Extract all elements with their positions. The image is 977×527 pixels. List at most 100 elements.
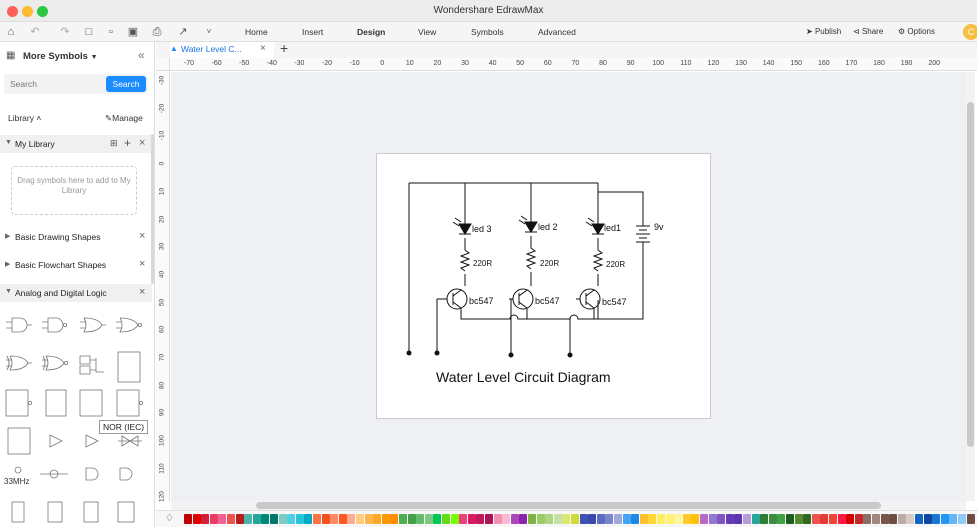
close-icon[interactable]: × — [139, 137, 146, 149]
menu-symbols[interactable]: Symbols — [471, 27, 504, 37]
led-label[interactable]: led 2 — [538, 222, 558, 232]
color-swatch[interactable] — [932, 514, 941, 524]
color-swatch[interactable] — [192, 514, 201, 524]
color-swatch[interactable] — [665, 514, 674, 524]
not-gate-symbol[interactable] — [85, 434, 99, 448]
color-swatch[interactable] — [803, 514, 812, 524]
color-swatch[interactable] — [536, 514, 545, 524]
color-swatch[interactable] — [820, 514, 829, 524]
redo-icon[interactable]: ↷ — [60, 26, 70, 38]
chevron-down-icon[interactable]: ˅ — [206, 27, 212, 36]
counter-symbol[interactable] — [83, 501, 99, 523]
color-swatch[interactable] — [579, 514, 588, 524]
color-swatch[interactable] — [373, 514, 382, 524]
share-button[interactable]: ⊲ Share — [853, 27, 884, 36]
color-swatch[interactable] — [390, 514, 399, 524]
my-library-dropzone[interactable]: Drag symbols here to add to My Library — [11, 166, 137, 215]
crystal-oscillator-symbol[interactable] — [14, 466, 22, 474]
panel-title[interactable]: More Symbols ▼ — [23, 51, 98, 62]
resistor-label[interactable]: 220R — [606, 260, 625, 269]
library-toggle[interactable]: Library ˄ — [8, 113, 42, 123]
nor-iec-symbol[interactable] — [116, 389, 143, 417]
transistor-label[interactable]: bc547 — [602, 297, 627, 307]
color-swatch[interactable] — [467, 514, 476, 524]
color-swatch[interactable] — [270, 514, 278, 524]
publish-button[interactable]: ➤ Publish — [806, 27, 842, 36]
color-swatch[interactable] — [846, 514, 855, 524]
xnor-gate-symbol[interactable] — [42, 355, 69, 371]
color-swatch[interactable] — [863, 514, 872, 524]
color-swatch[interactable] — [906, 514, 915, 524]
color-swatch[interactable] — [657, 514, 665, 524]
color-swatch[interactable] — [218, 514, 227, 524]
print-icon[interactable]: ⎙ — [152, 26, 162, 38]
color-swatch[interactable] — [777, 514, 786, 524]
color-swatch[interactable] — [872, 514, 880, 524]
color-swatch[interactable] — [278, 514, 287, 524]
battery-label[interactable]: 9v — [654, 222, 664, 232]
color-swatch[interactable] — [252, 514, 261, 524]
close-window-button[interactable] — [7, 6, 18, 17]
color-swatch[interactable] — [287, 514, 296, 524]
transistor-label[interactable]: bc547 — [469, 296, 494, 306]
color-swatch[interactable] — [338, 514, 347, 524]
color-swatch[interactable] — [295, 514, 304, 524]
menu-home[interactable]: Home — [245, 27, 268, 37]
color-swatch[interactable] — [347, 514, 356, 524]
color-swatch[interactable] — [622, 514, 631, 524]
search-button[interactable]: Search — [106, 76, 146, 92]
color-swatch[interactable] — [760, 514, 769, 524]
horizontal-scroll-thumb[interactable] — [256, 502, 881, 509]
nor-gate-symbol[interactable] — [116, 317, 142, 333]
color-swatch[interactable] — [880, 514, 889, 524]
color-swatch[interactable] — [209, 514, 218, 524]
color-swatch[interactable] — [786, 514, 794, 524]
color-swatch[interactable] — [889, 514, 898, 524]
color-swatch[interactable] — [330, 514, 339, 524]
horizontal-scrollbar[interactable] — [171, 501, 966, 510]
color-swatch[interactable] — [768, 514, 777, 524]
color-swatch[interactable] — [545, 514, 554, 524]
color-swatch[interactable] — [648, 514, 657, 524]
menu-design[interactable]: Design — [357, 27, 386, 37]
export-icon[interactable]: ↗ — [178, 26, 188, 38]
color-swatch[interactable] — [476, 514, 485, 524]
new-file-icon[interactable]: □ — [85, 26, 93, 38]
color-swatch[interactable] — [442, 514, 450, 524]
paint-bucket-icon[interactable]: ♢ — [165, 513, 174, 524]
color-swatch[interactable] — [674, 514, 683, 524]
color-swatch[interactable] — [614, 514, 622, 524]
collapse-panel-icon[interactable]: « — [138, 48, 145, 62]
or-iec-symbol[interactable] — [45, 389, 67, 417]
color-swatch[interactable] — [854, 514, 863, 524]
transmission-gate-symbol[interactable] — [118, 435, 142, 447]
clock-source-symbol[interactable] — [40, 469, 68, 479]
color-swatch[interactable] — [528, 514, 536, 524]
color-swatch[interactable] — [407, 514, 416, 524]
color-swatch[interactable] — [562, 514, 571, 524]
and-gate-symbol[interactable] — [6, 317, 32, 333]
close-tab-icon[interactable]: × — [260, 43, 266, 54]
mux-symbol[interactable] — [11, 501, 25, 523]
close-icon[interactable]: × — [139, 230, 146, 242]
section-basic-flowchart-shapes[interactable]: ▶ Basic Flowchart Shapes × — [5, 258, 146, 270]
color-swatch[interactable] — [356, 514, 364, 524]
home-icon[interactable]: ⌂ — [7, 26, 15, 38]
color-swatch[interactable] — [588, 514, 597, 524]
xor-gate-symbol[interactable] — [6, 355, 32, 371]
probe-terminal[interactable] — [434, 350, 440, 356]
color-swatch[interactable] — [433, 514, 442, 524]
vertical-scroll-thumb[interactable] — [967, 102, 974, 447]
color-swatch[interactable] — [725, 514, 734, 524]
color-swatch[interactable] — [966, 514, 975, 524]
xor-iec-symbol[interactable] — [79, 389, 103, 417]
color-swatch[interactable] — [304, 514, 313, 524]
menu-insert[interactable]: Insert — [302, 27, 324, 37]
document-tab[interactable]: ▲ Water Level C... — [170, 42, 274, 58]
minimize-window-button[interactable] — [22, 6, 33, 17]
save-icon[interactable]: ▣ — [127, 26, 139, 38]
probe-terminal[interactable] — [567, 352, 573, 358]
color-swatch[interactable] — [235, 514, 244, 524]
color-swatch[interactable] — [700, 514, 708, 524]
color-swatch[interactable] — [940, 514, 949, 524]
